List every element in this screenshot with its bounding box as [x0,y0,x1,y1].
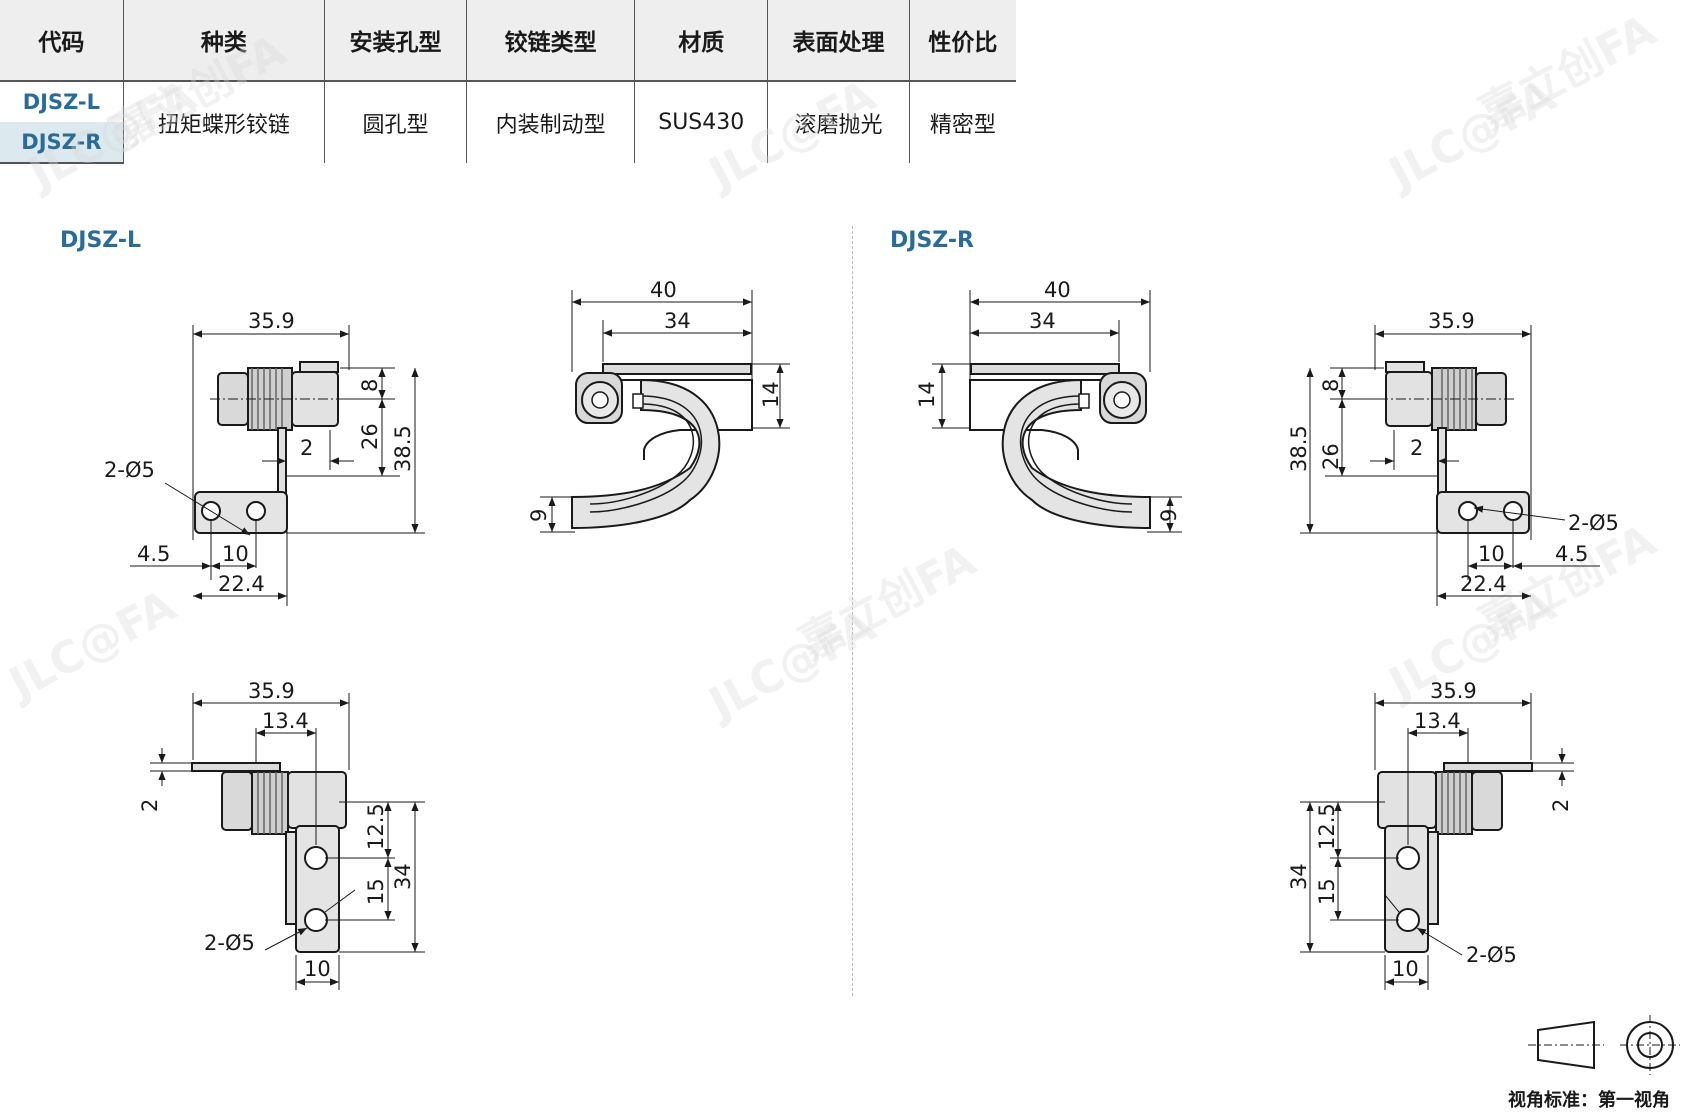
watermark-brand: 嘉立创FA [1471,5,1664,140]
dim-14: 14 [915,381,939,408]
dim-26: 26 [1319,443,1343,470]
spec-table: 代码 种类 安装孔型 铰链类型 材质 表面处理 性价比 DJSZ-L 扭矩蝶形铰… [0,0,1016,164]
header-value: 性价比 [908,0,1016,82]
dim-hole: 2-Ø5 [104,458,155,482]
dim-2: 2 [1549,799,1573,812]
divider [852,226,853,996]
view-standard: 视角标准：第一视角 [1508,1090,1670,1111]
watermark-logo: JLC@FA [0,580,184,711]
dim-2: 2 [1410,436,1423,460]
dim-34: 34 [1029,309,1056,333]
watermark-logo: JLC@FA [699,70,884,201]
dim-34: 34 [664,309,691,333]
dim-10: 10 [304,957,331,981]
dim-40: 40 [1044,278,1071,302]
dim-22-4: 22.4 [218,572,265,596]
dim-13-4: 13.4 [262,709,309,733]
dim-13-4: 13.4 [1414,709,1461,733]
projection-symbol-icon [1528,1015,1680,1075]
dim-10: 10 [1478,542,1505,566]
dim-2: 2 [300,436,313,460]
left-view-top: 40 34 14 9 [527,278,790,533]
right-view-front: 35.9 13.4 2 12.5 15 34 2-Ø5 10 [1287,679,1574,990]
header-code: 代码 [0,0,124,82]
right-view-top: 40 34 14 9 [915,278,1182,533]
cell-surface: 滚磨抛光 [767,81,910,163]
header-material: 材质 [634,0,768,82]
section-label-r: DJSZ-R [890,228,974,253]
watermark-brand: 嘉立创FA [791,535,984,670]
dim-hole: 2-Ø5 [204,931,255,955]
dim-4-5: 4.5 [137,542,170,566]
dim-35-9: 35.9 [248,679,295,703]
left-view-side: 35.9 8 26 38.5 2 2-Ø5 4.5 10 22.4 [104,309,425,606]
dim-hole: 2-Ø5 [1466,943,1517,967]
code-l: DJSZ-L [22,90,101,114]
dim-12-5: 12.5 [364,803,388,850]
cell-hinge-type: 内装制动型 [465,81,635,163]
watermark-brand: 嘉立创FA [101,25,294,160]
cell-hole-type: 圆孔型 [324,81,467,163]
dim-12-5: 12.5 [1315,803,1339,850]
cell-value: 精密型 [908,81,1016,163]
dim-9: 9 [527,509,551,522]
dim-22-4: 22.4 [1460,572,1507,596]
header-kind: 种类 [122,0,325,82]
dim-34: 34 [391,863,415,890]
header-surface: 表面处理 [767,0,910,82]
dim-10: 10 [222,542,249,566]
dim-10: 10 [1392,957,1419,981]
header-hinge-type: 铰链类型 [465,0,635,82]
dim-40: 40 [650,278,677,302]
left-view-front: 35.9 13.4 2 12.5 15 34 2-Ø5 10 [138,679,425,990]
dim-34: 34 [1287,863,1311,890]
dim-38-5: 38.5 [1287,425,1311,472]
dim-9: 9 [1157,509,1181,522]
code-r: DJSZ-R [0,122,124,164]
dim-15: 15 [1315,878,1339,905]
dim-8: 8 [358,379,382,392]
right-view-side: 35.9 8 26 38.5 2 2-Ø5 4.5 10 22.4 [1287,309,1619,606]
dim-26: 26 [358,423,382,450]
section-label-l: DJSZ-L [60,228,142,253]
cell-material: SUS430 [634,81,768,163]
dim-35-9: 35.9 [1430,679,1477,703]
dim-8: 8 [1319,379,1343,392]
dim-35-9: 35.9 [248,309,295,333]
dim-14: 14 [759,381,783,408]
dim-2: 2 [138,799,162,812]
cell-kind: 扭矩蝶形铰链 [122,81,325,163]
dim-35-9: 35.9 [1428,309,1475,333]
header-hole-type: 安装孔型 [324,0,467,82]
dim-38-5: 38.5 [391,425,415,472]
dim-4-5: 4.5 [1555,542,1588,566]
dim-15: 15 [364,878,388,905]
dim-hole: 2-Ø5 [1568,511,1619,535]
